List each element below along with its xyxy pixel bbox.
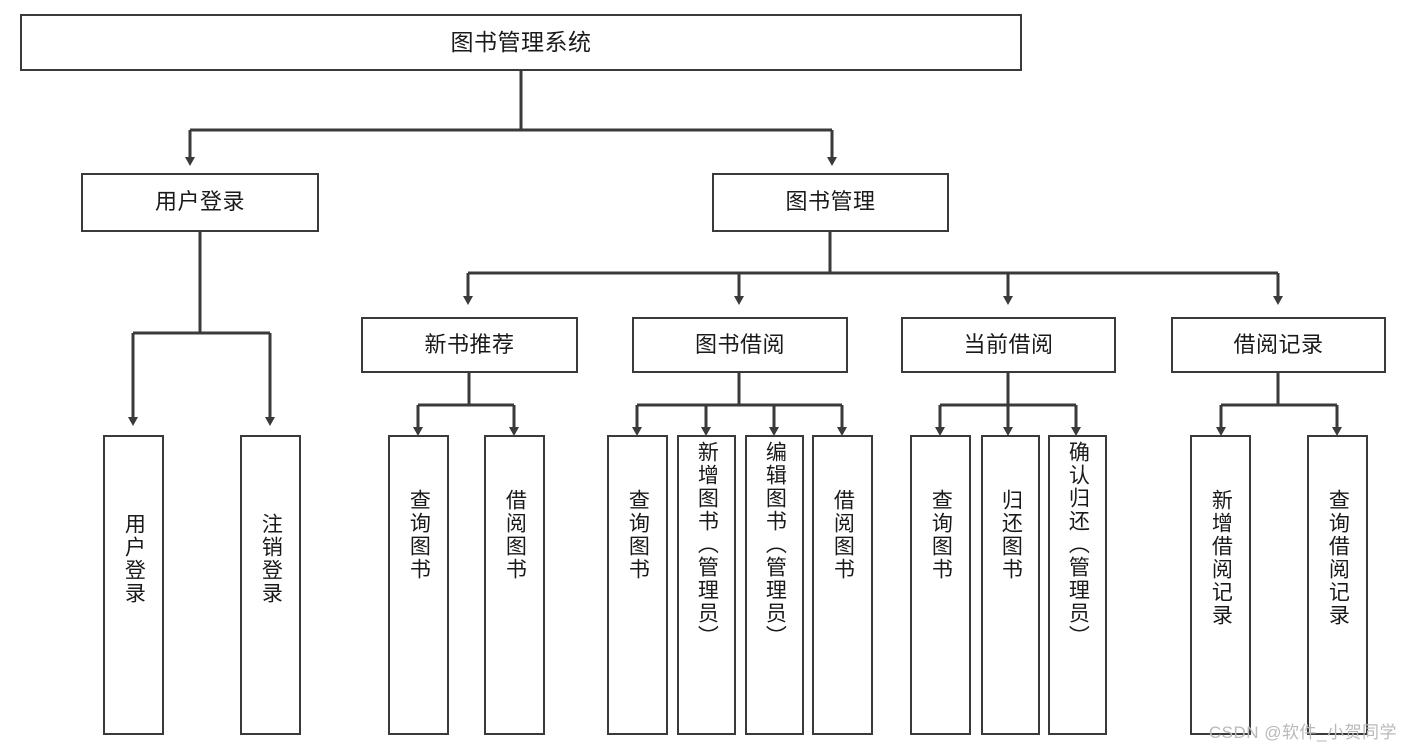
leaf-current-borrow-query-book[interactable]: 查询图书	[910, 435, 971, 735]
node-label: 确认归还（管理员）	[1066, 441, 1090, 648]
leaf-book-borrow-edit-book-admin[interactable]: 编辑图书（管理员）	[745, 435, 804, 735]
leaf-book-borrow-borrow-book[interactable]: 借阅图书	[812, 435, 873, 735]
node-label: 图书管理	[785, 189, 876, 215]
leaf-borrow-record-add-record[interactable]: 新增借阅记录	[1190, 435, 1251, 735]
node-label: 图书借阅	[694, 331, 785, 357]
node-label: 查询图书	[626, 489, 650, 581]
node-label: 借阅图书	[831, 489, 855, 581]
node-new-book-recommend[interactable]: 新书推荐	[361, 317, 578, 373]
node-label: 用户登录	[154, 189, 245, 215]
leaf-user-login-login[interactable]: 用户登录	[103, 435, 164, 735]
leaf-book-borrow-query-book[interactable]: 查询图书	[607, 435, 668, 735]
node-book-management[interactable]: 图书管理	[712, 173, 949, 232]
node-label: 归还图书	[999, 489, 1023, 581]
node-label: 图书管理系统	[450, 28, 592, 55]
node-current-borrow[interactable]: 当前借阅	[901, 317, 1116, 373]
leaf-current-borrow-return-book[interactable]: 归还图书	[981, 435, 1040, 735]
leaf-new-book-borrow-book[interactable]: 借阅图书	[484, 435, 545, 735]
node-label: 查询借阅记录	[1326, 489, 1350, 627]
node-label: 新增图书（管理员）	[695, 441, 719, 648]
node-borrow-record[interactable]: 借阅记录	[1171, 317, 1386, 373]
node-label: 注销登录	[259, 513, 283, 605]
node-user-login[interactable]: 用户登录	[81, 173, 319, 232]
node-label: 查询图书	[407, 489, 431, 581]
csdn-watermark: CSDN @软件_小贺同学	[1208, 723, 1397, 742]
node-label: 查询图书	[929, 489, 953, 581]
node-label: 新增借阅记录	[1209, 489, 1233, 627]
node-label: 借阅记录	[1233, 331, 1324, 357]
node-label: 用户登录	[122, 513, 146, 605]
leaf-new-book-query-book[interactable]: 查询图书	[388, 435, 449, 735]
leaf-user-login-logout[interactable]: 注销登录	[240, 435, 301, 735]
node-label: 借阅图书	[503, 489, 527, 581]
leaf-borrow-record-query-record[interactable]: 查询借阅记录	[1307, 435, 1368, 735]
node-label: 新书推荐	[424, 331, 515, 357]
leaf-book-borrow-add-book-admin[interactable]: 新增图书（管理员）	[677, 435, 736, 735]
node-book-borrow[interactable]: 图书借阅	[632, 317, 848, 373]
leaf-current-borrow-confirm-return-admin[interactable]: 确认归还（管理员）	[1048, 435, 1107, 735]
node-label: 编辑图书（管理员）	[763, 441, 787, 648]
node-label: 当前借阅	[963, 331, 1054, 357]
node-root-book-management-system[interactable]: 图书管理系统	[20, 14, 1022, 71]
